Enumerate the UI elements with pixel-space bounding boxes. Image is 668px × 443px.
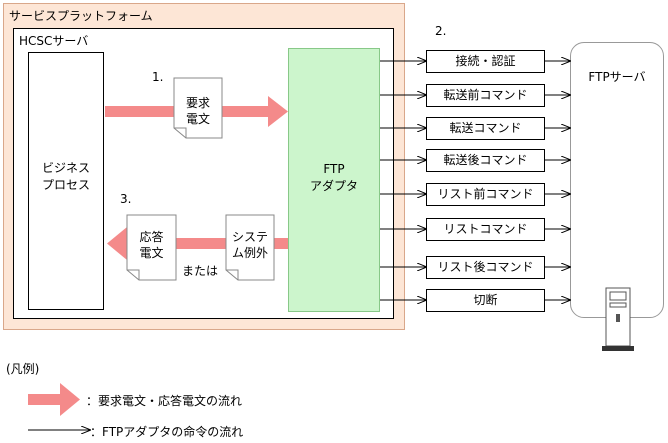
command-disconnect: 切断	[426, 289, 545, 312]
legend-thick-arrow	[28, 383, 80, 416]
command-transfer: 転送コマンド	[426, 117, 545, 140]
business-process-label-line1: ビジネス	[41, 161, 90, 175]
ftp-adapter-label-line1: FTP	[323, 162, 345, 176]
hcsc-server-title: HCSCサーバ	[19, 34, 89, 48]
exception-document-icon	[225, 214, 275, 281]
service-platform-title: サービスプラットフォーム	[9, 9, 153, 23]
ftp-server-title: FTPサーバ	[588, 70, 646, 84]
command-list: リストコマンド	[426, 218, 545, 241]
legend-thin-arrow-text: ：FTPアダプタの命令の流れ	[90, 425, 244, 439]
request-doc-line1: 要求	[185, 96, 210, 110]
business-process-label: ビジネス プロセス	[28, 160, 104, 194]
command-post-transfer: 転送後コマンド	[426, 149, 545, 172]
legend-title: (凡例)	[6, 362, 40, 376]
response-flow-arrow	[107, 227, 288, 260]
server-tower-icon	[602, 287, 634, 351]
response-doc-line2: 電文	[139, 246, 164, 260]
ftp-adapter-label-line2: アダプタ	[309, 179, 358, 193]
response-doc-line1: 応答	[139, 230, 164, 244]
command-pre-list: リスト前コマンド	[426, 183, 545, 206]
or-label: または	[182, 264, 219, 278]
exception-doc-line2: ム例外	[231, 246, 268, 260]
business-process-box	[28, 52, 104, 310]
response-document-label: 応答 電文	[127, 229, 176, 261]
request-document-label: 要求 電文	[174, 95, 222, 127]
response-document-icon	[126, 214, 177, 281]
ftp-server-box	[570, 42, 664, 318]
legend-thick-arrow-text: ：要求電文・応答電文の流れ	[86, 394, 243, 408]
ftp-adapter-label: FTP アダプタ	[288, 161, 380, 195]
server-command-lines	[545, 61, 570, 300]
step-2-label: 2.	[435, 24, 447, 38]
command-connect-auth: 接続・認証	[426, 50, 545, 73]
exception-document-label: システ ム例外	[226, 229, 274, 261]
business-process-label-line2: プロセス	[41, 178, 90, 192]
command-post-list: リスト後コマンド	[426, 256, 545, 279]
ftp-adapter-box	[288, 48, 380, 312]
step-1-label: 1.	[152, 70, 164, 84]
command-pre-transfer: 転送前コマンド	[426, 84, 545, 107]
request-document-icon	[173, 77, 223, 139]
request-doc-line2: 電文	[185, 112, 210, 126]
adapter-command-lines	[380, 61, 426, 300]
step-3-label: 3.	[120, 192, 132, 206]
exception-doc-line1: システ	[231, 230, 268, 244]
